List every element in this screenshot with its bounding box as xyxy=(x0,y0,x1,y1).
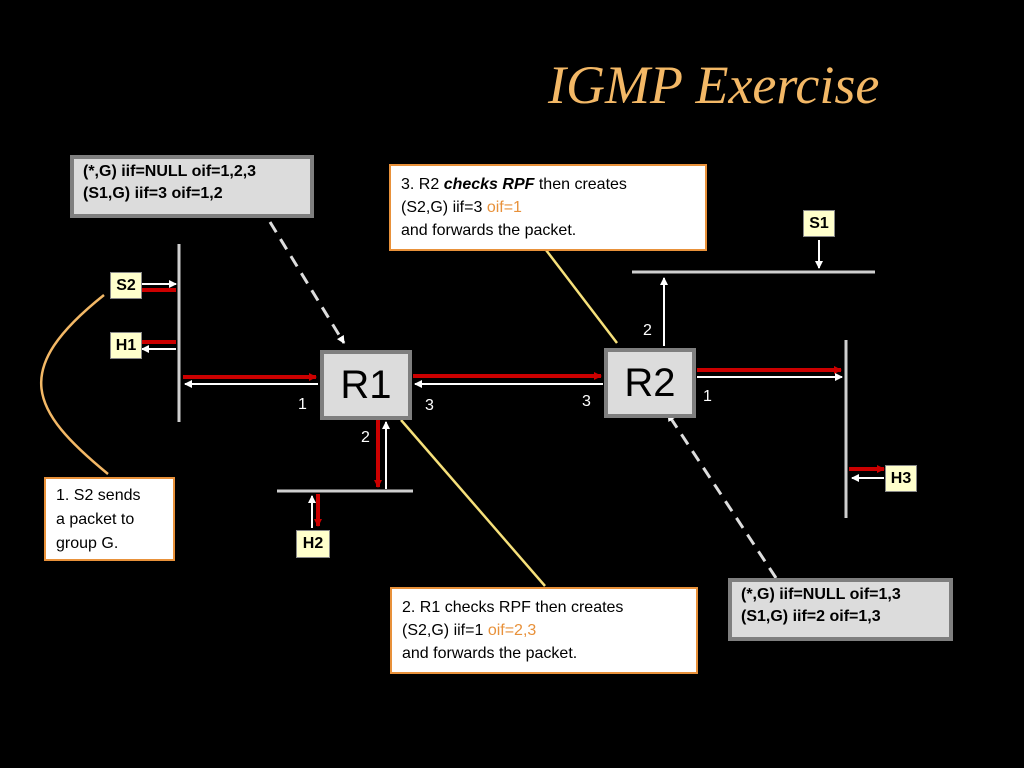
note1-line-3: group G. xyxy=(56,535,119,552)
r2-table-line-1: (*,G) iif=NULL oif=1,3 xyxy=(741,586,901,603)
r1-multicast-table: (*,G) iif=NULL oif=1,2,3 (S1,G) iif=3 oi… xyxy=(70,155,314,218)
note2-pointer xyxy=(400,419,546,587)
host-s1: S1 xyxy=(803,210,835,237)
note3-line-1-prefix: 3. R2 xyxy=(401,176,444,193)
note3-line-3: and forwards the packet. xyxy=(401,222,577,239)
note1-curve xyxy=(39,294,109,475)
r1-port-bottom: 2 xyxy=(361,429,370,446)
r2-multicast-table: (*,G) iif=NULL oif=1,3 (S1,G) iif=2 oif=… xyxy=(728,578,953,641)
note3-line-1-suffix: then creates xyxy=(534,176,627,193)
note-step-2: 2. R1 checks RPF then creates (S2,G) iif… xyxy=(390,587,698,674)
note2-line-3: and forwards the packet. xyxy=(402,645,578,662)
r1-table-line-1: (*,G) iif=NULL oif=1,2,3 xyxy=(83,163,257,180)
r2-table-line-2: (S1,G) iif=2 oif=1,3 xyxy=(741,608,881,625)
note3-line-1: 3. R2 checks RPF then creates xyxy=(401,173,695,196)
note1-line-2: a packet to xyxy=(56,511,135,528)
note-step-1: 1. S2 sends a packet to group G. xyxy=(44,477,175,561)
host-s2: S2 xyxy=(110,272,142,299)
note2-line-1: 2. R1 checks RPF then creates xyxy=(402,599,624,616)
note2-line-2-text: (S2,G) iif=1 xyxy=(402,622,488,639)
note3-line-2-text: (S2,G) iif=3 xyxy=(401,199,487,216)
r1-table-line-2: (S1,G) iif=3 oif=1,2 xyxy=(83,185,223,202)
note3-emphasis: checks RPF xyxy=(443,176,535,193)
r2-port-top: 2 xyxy=(643,322,652,339)
r1-table-pointer xyxy=(268,221,346,344)
note3-pointer xyxy=(545,249,618,344)
r1-port-right: 3 xyxy=(425,397,434,414)
router-r1: R1 xyxy=(320,350,412,420)
note2-line-2: (S2,G) iif=1 oif=2,3 xyxy=(402,619,686,642)
note3-line-2: (S2,G) iif=3 oif=1 xyxy=(401,196,695,219)
host-h2: H2 xyxy=(296,530,330,558)
host-h1: H1 xyxy=(110,332,142,359)
r2-table-pointer xyxy=(666,413,778,579)
host-h3: H3 xyxy=(885,465,917,492)
r2-port-right: 1 xyxy=(703,388,712,405)
r2-port-left: 3 xyxy=(582,393,591,410)
note1-line-1: 1. S2 sends xyxy=(56,487,141,504)
router-r2: R2 xyxy=(604,348,696,418)
slide-title: IGMP Exercise xyxy=(548,55,880,115)
note-step-3: 3. R2 checks RPF then creates (S2,G) iif… xyxy=(389,164,707,251)
note3-oif-highlight: oif=1 xyxy=(486,199,522,216)
r1-port-left: 1 xyxy=(298,396,307,413)
note2-oif-highlight: oif=2,3 xyxy=(487,622,537,639)
